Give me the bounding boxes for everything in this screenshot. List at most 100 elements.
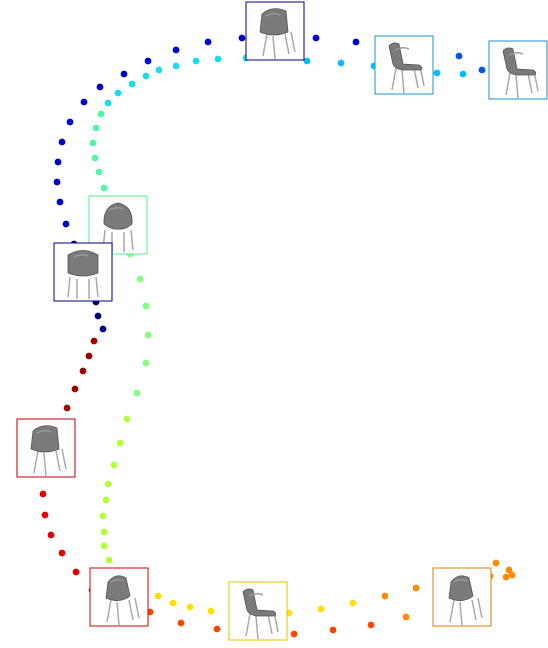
chair-thumbnail [88,195,148,255]
trajectory-dot [478,66,486,74]
trajectory-dot [95,168,103,176]
trajectory-dot [192,57,200,65]
chair-thumbnail [432,567,492,627]
chair-thumbnail [16,418,76,478]
trajectory-dot [99,325,107,333]
trajectory-dot [100,528,108,536]
chair-highlight [108,206,124,211]
trajectory-dot [72,568,80,576]
trajectory-dot [204,38,212,46]
trajectory-dot [142,72,150,80]
chair-leg [527,72,533,94]
trajectory-dot [172,62,180,70]
trajectory-dot [337,59,345,67]
trajectory-dot [142,359,150,367]
trajectory-dot [91,154,99,162]
chair-leg [61,448,67,470]
chair-leg [272,35,276,60]
trajectory-dot [89,139,97,147]
trajectory-dot [120,70,128,78]
chair-highlight [452,578,468,583]
trajectory-dot [62,220,70,228]
chair-thumbnail [53,242,113,302]
chair-leg [116,601,120,626]
trajectory-dot [402,613,410,621]
chair-leg [130,229,134,251]
chair-leg [255,615,259,640]
chair-shell [105,575,131,601]
trajectory-dot [186,603,194,611]
trajectory-dot [133,389,141,397]
trajectory-dot [85,352,93,360]
chair-leg [401,69,405,94]
chair-leg [43,452,47,477]
trajectory-dot [79,367,87,375]
chair-leg [459,601,463,626]
trajectory-dot [104,480,112,488]
trajectory-dot [317,605,325,613]
trajectory-dot [349,599,357,607]
trajectory-dot [303,57,311,65]
trajectory-dot [459,70,467,78]
trajectory-dot [144,57,152,65]
trajectory-dot [123,415,131,423]
chair-thumbnail [89,567,149,627]
chair-leg [262,33,268,57]
trajectory-dot [114,89,122,97]
chair-leg [449,599,455,623]
trajectory-dot [80,98,88,106]
trajectory-dot [39,490,47,498]
trajectory-dot [214,55,222,63]
trajectory-dot [207,607,215,615]
trajectory-dot [53,178,61,186]
trajectory-dot [66,118,74,126]
chair-shell [30,425,60,453]
trajectory-dot [155,66,163,74]
chair-highlight [508,51,524,56]
outer-trajectory [39,34,516,638]
chair-highlight [36,429,52,434]
trajectory-dot [116,439,124,447]
trajectory-dot [58,549,66,557]
trajectory-dot [329,626,337,634]
chair-highlight [394,46,410,51]
trajectory-dot [47,531,55,539]
chair-highlight [73,253,89,258]
chair-leg [391,67,397,91]
trajectory-dot [104,99,112,107]
chair-leg [505,72,511,96]
trajectory-dot [505,566,513,574]
chair-leg [95,276,99,298]
trajectory-dot [136,275,144,283]
trajectory-dot [63,404,71,412]
chair-shell [259,8,289,36]
trajectory-dot [90,337,98,345]
chair-thumbnail [488,40,548,100]
trajectory-dot [99,512,107,520]
trajectory-dot [142,302,150,310]
trajectory-dot [502,573,510,581]
chair-leg [33,450,39,474]
trajectory-dot [367,621,375,629]
trajectory-dot [71,385,79,393]
chair-highlight [109,578,125,583]
chair-highlight [248,592,264,597]
chair-leg [477,597,483,619]
trajectory-dot [128,80,136,88]
trajectory-dot [492,559,500,567]
trajectory-dot [177,619,185,627]
trajectory-dot [94,312,102,320]
chair-leg [106,599,112,623]
trajectory-dot [100,542,108,550]
chair-leg [134,597,140,619]
trajectory-dot [412,584,420,592]
chair-leg [267,613,273,635]
trajectory-dot [144,331,152,339]
trajectory-dot [508,571,516,579]
trajectory-dot [172,46,180,54]
trajectory-dot [455,52,463,60]
trajectory-dot [105,556,113,564]
chair-thumbnail [245,1,305,61]
trajectory-dot [97,110,105,118]
